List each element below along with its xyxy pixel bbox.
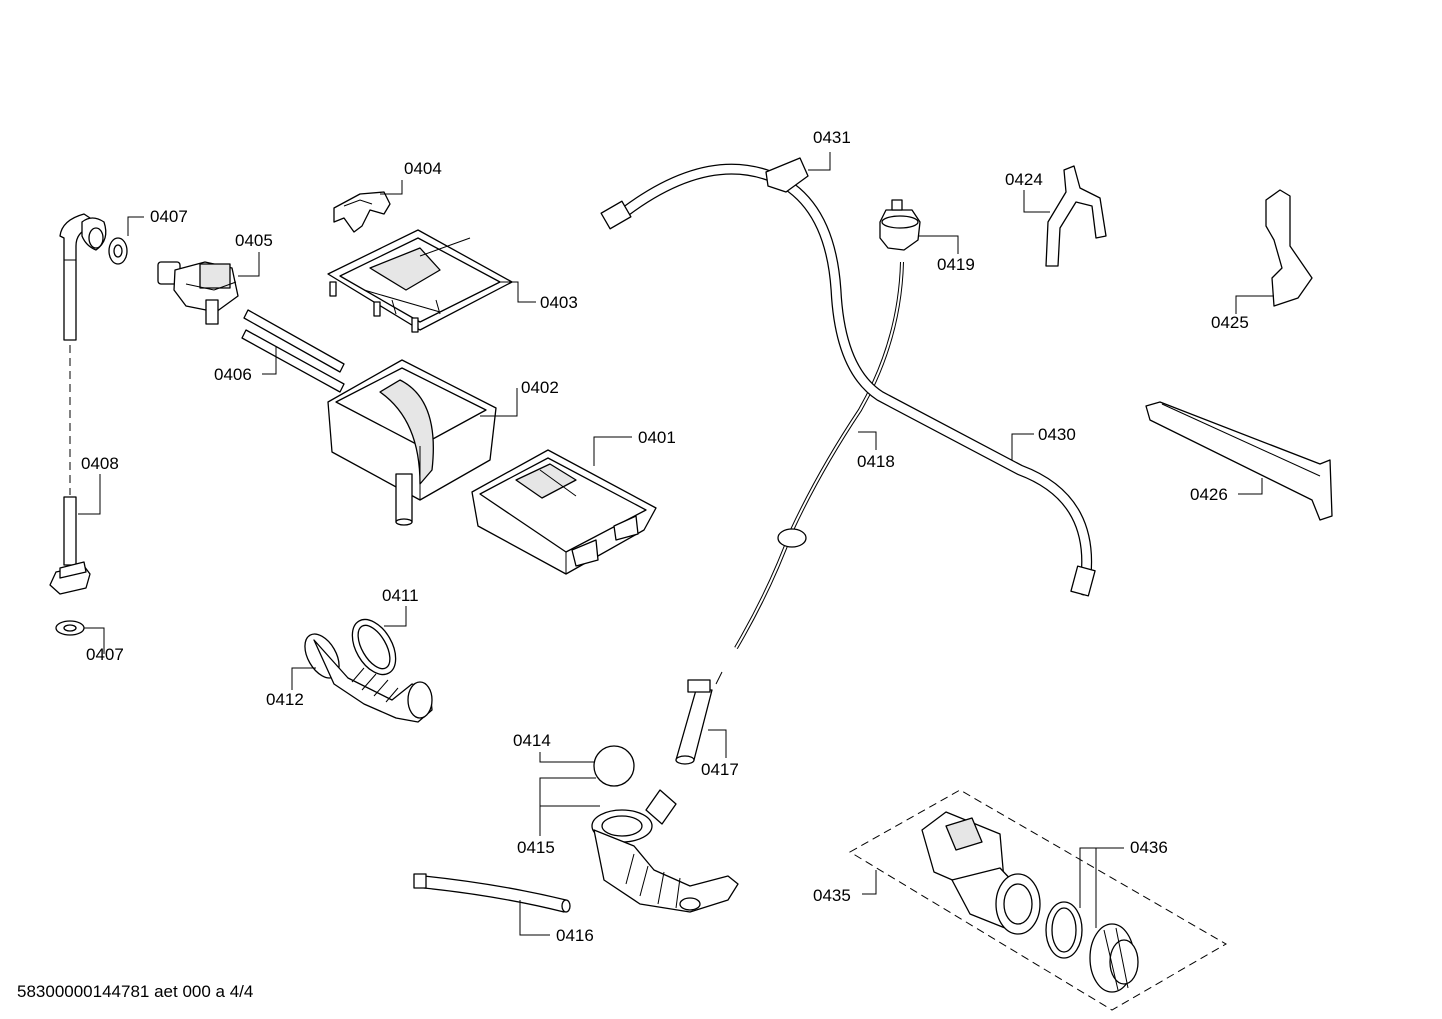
part-0418-pressure-tube [734,261,904,650]
part-0436-filter [1089,923,1139,993]
part-labels: 0401 0402 0403 0404 0405 0406 0407 0407 … [81,128,1249,945]
label-0419: 0419 [937,255,975,274]
label-0435: 0435 [813,886,851,905]
part-0417-pressure-sensor [675,671,723,765]
label-0408: 0408 [81,454,119,473]
part-0407-washer-top [108,237,128,265]
part-0425-bracket [1265,189,1313,307]
part-0416-hose [413,873,571,913]
part-0402-dispenser-housing [327,359,497,526]
part-0405-inlet-valve [157,261,239,325]
label-0407-bottom: 0407 [86,645,124,664]
part-0414-ball [593,745,635,787]
label-0430: 0430 [1038,425,1076,444]
part-0426-rail [1145,401,1333,521]
part-0431-upper-hose [600,157,1096,597]
label-0415: 0415 [517,838,555,857]
label-0407-top: 0407 [150,207,188,226]
part-0411-seal-ring [351,618,397,676]
assembly-frame-0435 [849,789,1227,1011]
label-0425: 0425 [1211,313,1249,332]
label-0411: 0411 [382,586,419,605]
label-0426: 0426 [1190,485,1228,504]
label-0402: 0402 [521,378,559,397]
part-0424-support [1045,165,1107,267]
part-0408-lower-fitting [49,496,91,595]
label-0416: 0416 [556,926,594,945]
label-0414: 0414 [513,731,551,750]
label-0424: 0424 [1005,170,1043,189]
leader-lines [78,152,1274,936]
part-0404-bracket [333,191,391,233]
label-0417: 0417 [701,760,739,779]
part-0401-detergent-drawer [471,449,657,575]
label-0431: 0431 [813,128,851,147]
label-0406: 0406 [214,365,252,384]
label-0412: 0412 [266,690,304,709]
drawing-reference: 58300000144781 aet 000 a 4/4 [17,982,253,1001]
part-0415-sump-hose [591,789,739,913]
part-0406-hoses [241,309,345,393]
part-0412-bellows-hose [304,633,433,723]
part-0435-drain-pump [921,811,1041,935]
label-0403: 0403 [540,293,578,312]
part-0403-dispenser-cover [327,229,513,333]
label-0418: 0418 [857,452,895,471]
part-0436-seal [1045,901,1083,959]
label-0436: 0436 [1130,838,1168,857]
label-0404: 0404 [404,159,442,178]
part-0408-upper-elbow [59,213,107,341]
part-0419-air-chamber [879,199,921,251]
label-0401: 0401 [638,428,676,447]
part-0407-washer-bottom [55,620,85,636]
label-0405: 0405 [235,231,273,250]
